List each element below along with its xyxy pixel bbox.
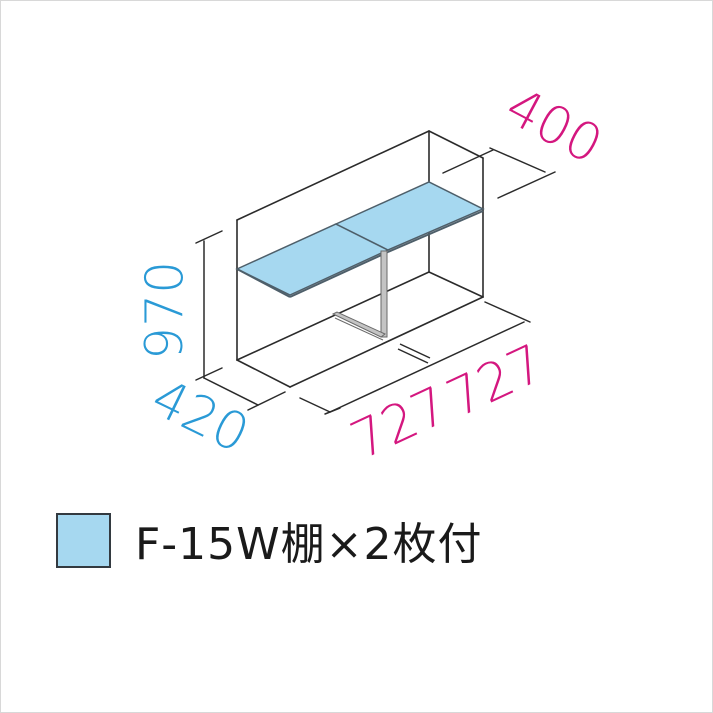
- legend-shelf-swatch: [56, 512, 111, 568]
- edge-top-right: [428, 130, 484, 159]
- dim-height-label: 970: [135, 261, 195, 360]
- edge-top: [236, 130, 430, 221]
- dim-depth-front-label: 420: [142, 368, 258, 465]
- dimension-lines: [195, 147, 556, 415]
- edge-bottom-left-depth: [236, 359, 291, 388]
- legend-text: F-15W棚×2枚付: [135, 519, 483, 570]
- edge-bottom-front: [289, 296, 484, 388]
- edge-bottom-right: [428, 271, 484, 298]
- shelf-right: [334, 181, 485, 253]
- center-strut: [331, 250, 431, 364]
- dim-width-left-label: 727: [342, 375, 457, 471]
- legend: F-15W棚×2枚付: [56, 512, 483, 570]
- edge-bottom-back: [236, 271, 430, 361]
- dim-depth-back-label: 400: [496, 77, 612, 177]
- dim-width-right-label: 727: [438, 333, 553, 429]
